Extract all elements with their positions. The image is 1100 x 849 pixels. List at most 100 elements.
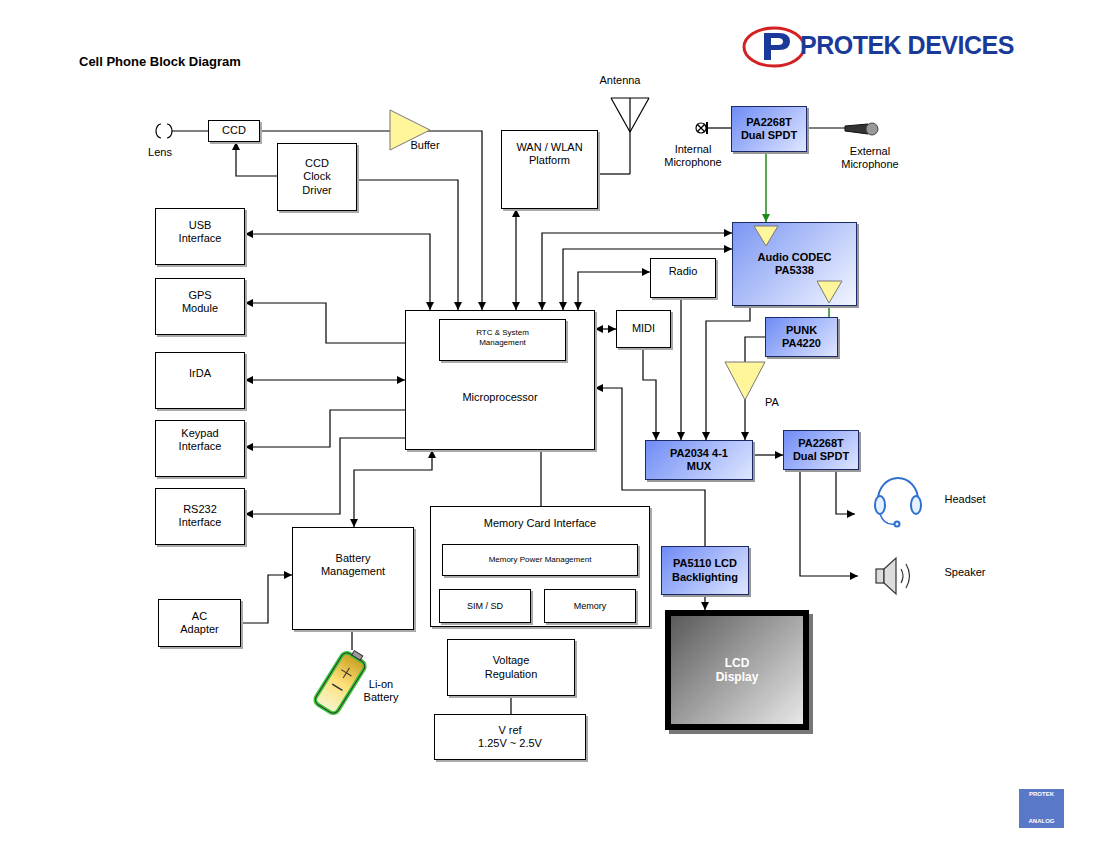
node-text: Keypad Interface: [174, 427, 226, 453]
connector: [578, 272, 650, 310]
connector: [643, 348, 656, 440]
logo-text: ANALOG: [1019, 818, 1064, 825]
company-logo: [744, 28, 804, 66]
connector: [510, 696, 511, 714]
connector: [563, 249, 732, 310]
connector: [260, 131, 482, 310]
node-text: Memory Power Management: [489, 555, 592, 565]
headset-icon: [875, 478, 921, 527]
connector: [245, 234, 430, 310]
part-label: PA: [760, 396, 784, 409]
node-text: PA2034 4-1 MUX: [670, 447, 728, 473]
node-text: IrDA: [189, 367, 211, 380]
connector: [357, 180, 458, 310]
amplifier-chip: PUNK PA4220: [765, 317, 838, 357]
process-box: Battery Management: [292, 527, 414, 630]
switch-chip: PA2268T Dual SPDT: [731, 106, 807, 152]
connector: [245, 303, 405, 343]
diagram-title: Cell Phone Block Diagram: [79, 54, 241, 70]
node-text: MIDI: [632, 322, 655, 335]
process-box: CCD: [208, 120, 260, 142]
logo-text: PROTEK DEVICES: [800, 30, 1080, 60]
node-text: Battery Management: [318, 552, 388, 578]
subsystem-box: Memory Power Management: [442, 544, 638, 576]
node-text: SIM / SD: [467, 601, 503, 612]
analog-logo: [1019, 789, 1064, 828]
connector: [704, 595, 705, 610]
node-text: Memory Card Interface: [484, 517, 596, 530]
codec-chip: Audio CODEC PA5338: [732, 222, 857, 306]
node-text: CCD: [222, 124, 246, 137]
node-text: RS232 Interface: [174, 503, 226, 529]
node-text: AC Adapter: [174, 610, 225, 636]
process-box: WAN / WLAN Platform: [501, 130, 598, 209]
node-text: Audio CODEC PA5338: [745, 251, 844, 277]
connector: [753, 454, 783, 455]
part-label: Buffer: [400, 139, 450, 152]
subsystem-box: RTC & System Management: [439, 319, 566, 361]
connector: [828, 306, 830, 317]
node-text: PA2268T Dual SPDT: [736, 116, 802, 142]
switch-chip: PA2268T Dual SPDT: [783, 430, 859, 470]
antenna-symbol: [598, 98, 649, 174]
connector: [245, 379, 405, 380]
part-label: Antenna: [590, 74, 650, 87]
process-box: V ref1.25V ~ 2.5V: [434, 714, 586, 760]
lens-symbol: [156, 124, 208, 138]
part-label: External Microphone: [835, 145, 905, 171]
part-label: Lens: [140, 146, 180, 159]
internal-microphone: [696, 122, 731, 134]
node-text: RTC & System Management: [465, 328, 540, 347]
part-label: Headset: [935, 493, 995, 506]
speaker-icon: [876, 558, 910, 594]
node-text: GPS Module: [174, 289, 226, 315]
part-label: Speaker: [935, 566, 995, 579]
connector: [765, 152, 767, 222]
process-box: MIDI: [616, 310, 671, 348]
external-microphone: [807, 123, 878, 135]
logo-text: PROTEK: [1019, 791, 1064, 798]
node-text: LCD Display: [711, 656, 763, 685]
interface-box: RS232 Interface: [155, 488, 245, 545]
node-text: USB Interface: [174, 219, 226, 245]
battery-icon: [313, 646, 369, 715]
process-box: Voltage Regulation: [447, 639, 575, 696]
node-text: V ref: [498, 724, 521, 737]
part-label: Li-on Battery: [360, 678, 402, 704]
power-amplifier-triangle: [725, 362, 765, 400]
subsystem-box: SIM / SD: [439, 589, 531, 623]
interface-box: USB Interface: [155, 208, 245, 265]
connector: [595, 328, 616, 329]
connector: [540, 450, 541, 506]
driver-chip: PA5110 LCD Backlighting: [661, 546, 749, 595]
group-box: Memory Card InterfaceMemory Power Manage…: [430, 506, 650, 627]
node-text: Voltage Regulation: [473, 654, 549, 680]
mux-chip: PA2034 4-1 MUX: [645, 440, 753, 480]
node-text: Microprocessor: [462, 391, 537, 404]
process-box: AC Adapter: [158, 599, 241, 647]
connector: [680, 298, 681, 440]
node-text: CCD Clock Driver: [296, 157, 338, 197]
node-text: 1.25V ~ 2.5V: [478, 737, 542, 750]
display-panel: LCD Display: [665, 610, 809, 730]
connector: [241, 575, 292, 623]
node-text: PA2268T Dual SPDT: [788, 437, 854, 463]
interface-box: GPS Module: [155, 278, 245, 335]
node-text: WAN / WLAN Platform: [510, 141, 589, 167]
processor-box: Microprocessor RTC & System Management: [405, 310, 595, 450]
node-text: Memory: [574, 601, 607, 612]
connector: [236, 142, 277, 176]
connector: [245, 438, 405, 514]
connector: [245, 410, 405, 447]
connector: [354, 450, 432, 527]
node-text: Radio: [669, 265, 698, 278]
part-label: Internal Microphone: [660, 143, 726, 169]
interface-box: IrDA: [155, 352, 245, 409]
process-box: CCD Clock Driver: [277, 143, 357, 211]
connector: [515, 209, 516, 310]
connector: [542, 233, 732, 310]
interface-box: Keypad Interface: [155, 420, 245, 477]
node-text: PA5110 LCD Backlighting: [666, 557, 744, 583]
node-text: PUNK PA4220: [770, 324, 833, 350]
